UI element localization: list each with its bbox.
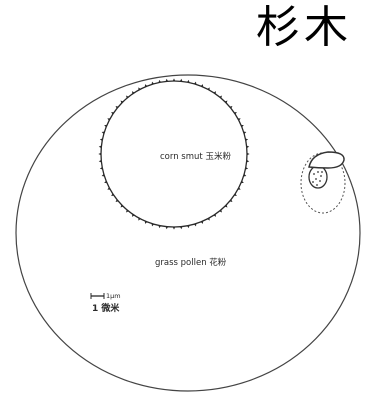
small-particle-dots [312,171,323,186]
scale-unit-label: 1μm [106,292,121,300]
grass-pollen-outline [15,74,361,392]
small-particle-body [308,165,328,189]
small-particle-halo [300,152,346,214]
grass-pollen-label: grass pollen 花粉 [155,257,227,268]
page-title: 杉木 [256,2,352,53]
scale-caption: 1 微米 [92,302,120,314]
small-particle-cap [308,151,345,169]
corn-smut-label: corn smut 玉米粉 [160,151,231,162]
